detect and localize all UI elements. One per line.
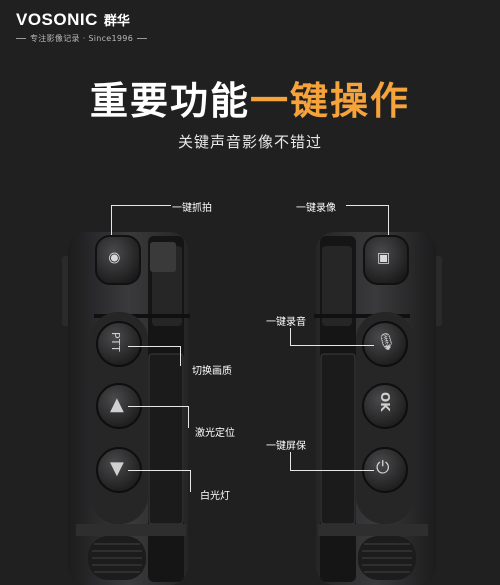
brand-block: VOSONIC 群华 专注影像记录 · Since1996 [16, 10, 148, 44]
callout-line [388, 205, 389, 235]
callout-line [290, 470, 374, 471]
callout-switch-quality: 切换画质 [192, 366, 232, 377]
microphone-icon: 🎙︎ [376, 332, 397, 351]
down-triangle-icon: ▼ [110, 458, 124, 479]
callout-screen-saver: 一键屏保 [266, 441, 306, 452]
callout-laser-positioning: 激光定位 [195, 428, 235, 439]
headline-part1: 重要功能 [89, 79, 250, 123]
brand-tagline: 专注影像记录 · Since1996 [30, 34, 134, 43]
callout-line [111, 205, 112, 235]
callout-line [111, 205, 171, 206]
callout-line [290, 328, 291, 345]
callout-line [190, 470, 191, 492]
divider [137, 38, 148, 39]
brand-tagline-row: 专注影像记录 · Since1996 [16, 33, 148, 44]
callout-line [290, 452, 291, 470]
callout-line [128, 406, 188, 407]
divider [16, 38, 26, 39]
subheadline: 关键声音影像不错过 [177, 133, 322, 151]
callout-line [180, 346, 181, 366]
callout-white-light: 白光灯 [200, 491, 230, 502]
right-device-image: ▣ 🎙︎ OK ⏻ [290, 226, 450, 585]
callout-line [346, 205, 388, 206]
callout-audio-record: 一键录音 [266, 317, 306, 328]
callout-line [128, 470, 190, 471]
callout-line [290, 345, 374, 346]
callout-snapshot: 一键抓拍 [172, 203, 212, 214]
power-icon: ⏻ [376, 458, 390, 478]
headline: 重要功能一键操作 [0, 70, 500, 125]
callout-video-record: 一键录像 [296, 203, 336, 214]
ok-button-label: OK [378, 392, 392, 412]
headline-part2: 一键操作 [250, 79, 411, 123]
video-record-button-icon: ▣ [377, 250, 391, 266]
callout-line [128, 346, 180, 347]
left-device-image: ◉ PTT ▲ ▼ [54, 226, 214, 585]
ptt-button-label: PTT [109, 332, 122, 352]
up-triangle-icon: ▲ [110, 394, 124, 415]
callout-line [188, 406, 189, 428]
camera-button-icon: ◉ [106, 251, 123, 265]
brand-name: VOSONIC [16, 10, 98, 29]
brand-name-cn: 群华 [103, 14, 130, 29]
